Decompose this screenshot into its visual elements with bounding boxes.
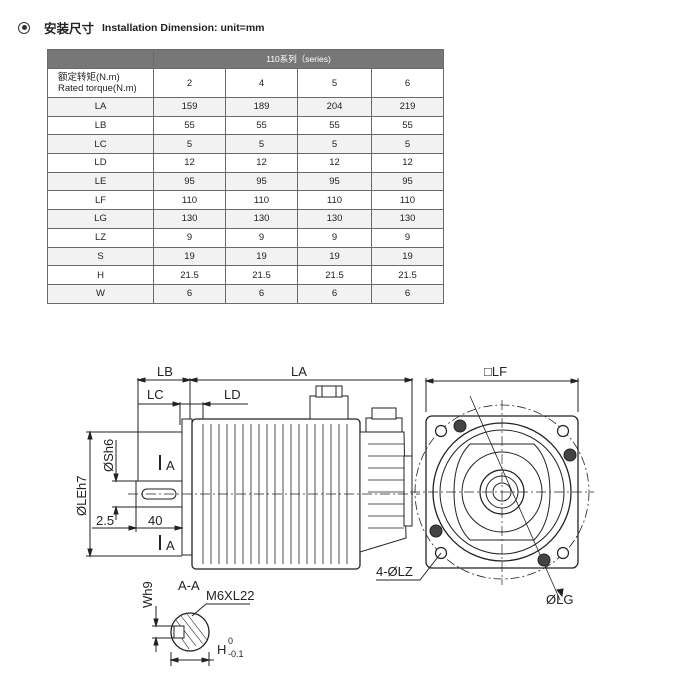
table-row: LD 12 12 12 12: [47, 153, 444, 173]
table-row: LB 55 55 55 55: [47, 115, 444, 136]
label-lz: 4-ØLZ: [376, 564, 413, 579]
table-cell: 6: [371, 283, 444, 304]
label-aa: A-A: [178, 578, 200, 593]
table-cell: 6: [297, 283, 372, 304]
table-row: W 6 6 6 6: [47, 283, 444, 304]
series-header: 110系列（series): [153, 49, 444, 69]
heading-en: Installation Dimension: unit=mm: [102, 21, 265, 34]
row-label: LC: [47, 134, 154, 155]
torque-label-en: Rated torque(N.m): [58, 83, 137, 94]
label-lc: LC: [147, 387, 164, 402]
label-40: 40: [148, 513, 162, 528]
label-2-5: 2.5: [96, 513, 114, 528]
heading-cn: 安装尺寸: [44, 22, 95, 36]
table-cell: 130: [153, 209, 226, 229]
label-lb: LB: [157, 364, 173, 379]
target-bullet-icon: [18, 21, 30, 34]
table-cell: 95: [153, 171, 226, 192]
table-cell: 19: [153, 246, 226, 267]
table-cell: 5: [153, 134, 226, 155]
torque-value: 5: [297, 68, 372, 98]
table-row: LZ 9 9 9 9: [47, 227, 444, 248]
table-cell: 5: [297, 134, 372, 155]
torque-row: 额定转矩(N.m) Rated torque(N.m) 2 4 5 6: [47, 68, 444, 98]
row-label: S: [47, 246, 154, 267]
label-wh9: Wh9: [140, 581, 155, 608]
label-la: LA: [291, 364, 307, 379]
table-cell: 5: [371, 134, 444, 155]
table-row: LE 95 95 95 95: [47, 171, 444, 192]
table-cell: 6: [225, 283, 298, 304]
label-section-bottom: A: [166, 538, 175, 553]
label-lf: □LF: [484, 364, 507, 379]
label-h: H: [217, 642, 226, 657]
dimension-table: 110系列（series) 额定转矩(N.m) Rated torque(N.m…: [47, 49, 444, 304]
table-row: S 19 19 19 19: [47, 246, 444, 267]
torque-value: 6: [371, 68, 444, 98]
table-cell: 95: [371, 171, 444, 192]
table-row: LG 130 130 130 130: [47, 209, 444, 229]
series-header-row: 110系列（series): [47, 49, 444, 69]
table-cell: 159: [153, 97, 226, 117]
row-label: LA: [47, 97, 154, 117]
table-cell: 6: [153, 283, 226, 304]
label-section-top: A: [166, 458, 175, 473]
section-heading: 安装尺寸 Installation Dimension: unit=mm: [18, 18, 265, 37]
header-blank-cell: [47, 49, 154, 69]
table-cell: 130: [297, 209, 372, 229]
torque-label: 额定转矩(N.m) Rated torque(N.m): [47, 68, 154, 98]
table-row: LC 5 5 5 5: [47, 134, 444, 155]
label-ld: LD: [224, 387, 241, 402]
label-sh6: ØSh6: [101, 439, 116, 472]
table-row: H 21.5 21.5 21.5 21.5: [47, 265, 444, 285]
label-leh7: ØLEh7: [74, 476, 89, 516]
label-lg: ØLG: [546, 592, 573, 607]
row-label: W: [47, 283, 154, 304]
label-h-upper-tol: 0: [228, 636, 233, 646]
table-cell: 204: [297, 97, 372, 117]
label-m6: M6XL22: [206, 588, 254, 603]
torque-label-cn: 额定转矩(N.m): [58, 72, 120, 83]
torque-value: 2: [153, 68, 226, 98]
label-h-lower-tol: -0.1: [228, 649, 244, 659]
